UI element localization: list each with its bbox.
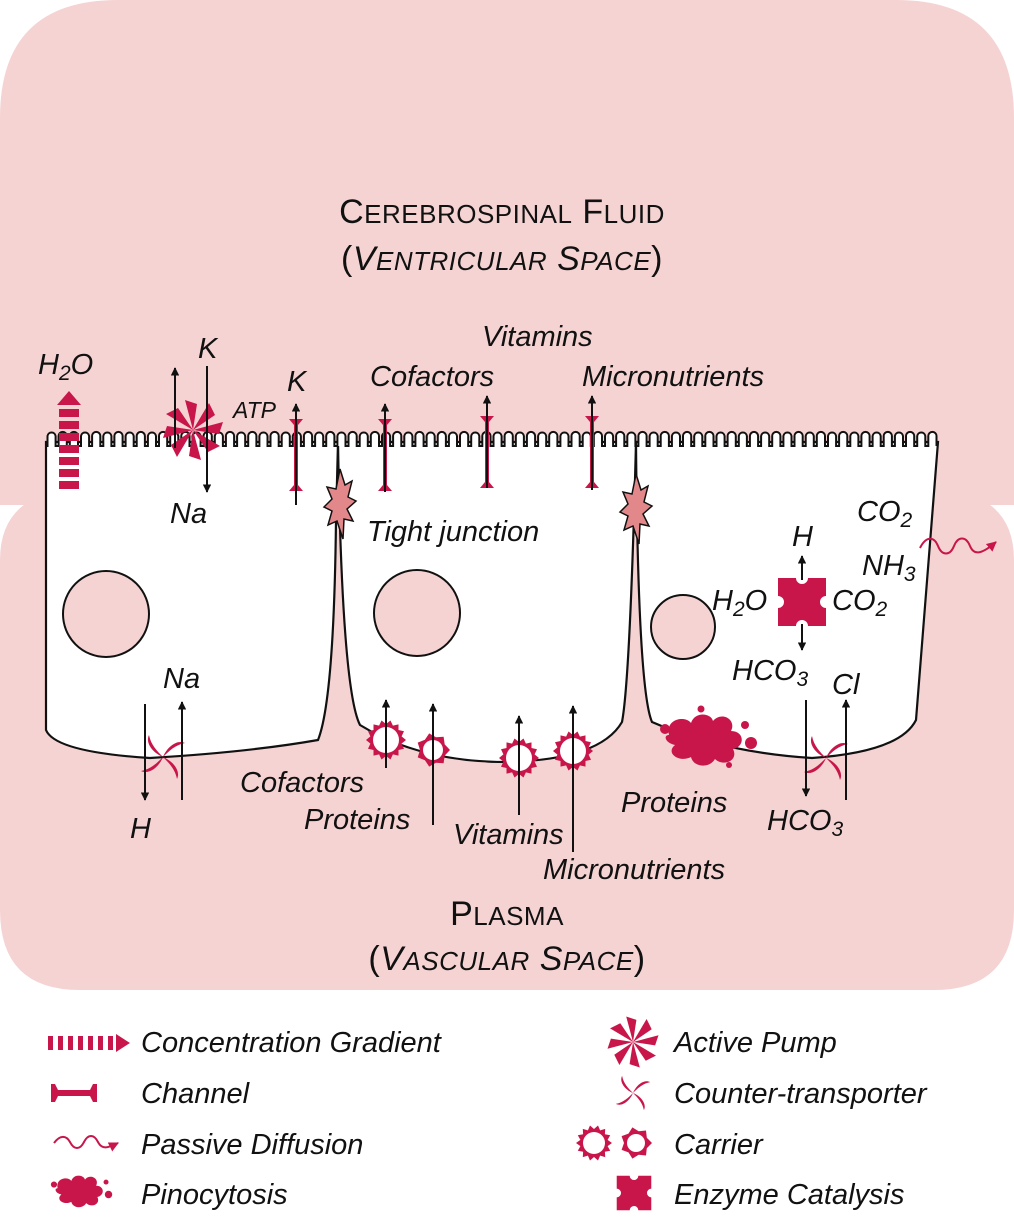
nucleus-right bbox=[650, 594, 716, 660]
tight-junction-right bbox=[618, 473, 654, 545]
na-label-basal: Na bbox=[163, 663, 200, 695]
co2-top-label: CO2 bbox=[857, 496, 913, 532]
nucleus-middle bbox=[373, 569, 461, 657]
carrier-icon-round bbox=[576, 1125, 612, 1161]
legend-label-concentration-gradient: Concentration Gradient bbox=[141, 1027, 443, 1059]
passive-diffusion-icon bbox=[53, 1135, 119, 1152]
plasma-subtitle: (VASCULAR SPACE) bbox=[368, 940, 645, 978]
atp-label: ATP bbox=[231, 397, 277, 423]
counter-transporter-icon bbox=[615, 1075, 651, 1111]
channel-icon bbox=[51, 1084, 97, 1102]
legend-label-counter-transporter: Counter-transporter bbox=[674, 1078, 928, 1110]
carrier-icon-hex bbox=[621, 1127, 652, 1159]
csf-region bbox=[0, 0, 1014, 505]
k-label-channel: K bbox=[287, 366, 308, 398]
hco3-label-basal: HCO3 bbox=[767, 805, 843, 841]
plasma-title: PLASMA bbox=[450, 895, 564, 933]
na-label-pump: Na bbox=[170, 498, 207, 530]
micronutrients-label-basal: Micronutrients bbox=[543, 854, 725, 886]
hco3-label-intracellular: HCO3 bbox=[732, 655, 808, 691]
tight-junction-left bbox=[322, 468, 358, 540]
concentration-gradient-icon bbox=[48, 1034, 130, 1052]
k-label-pump: K bbox=[198, 333, 219, 365]
tight-junction-label: Tight junction bbox=[367, 516, 539, 548]
legend-label-enzyme-catalysis: Enzyme Catalysis bbox=[674, 1179, 904, 1211]
vitamins-label-apical: Vitamins bbox=[482, 321, 593, 353]
legend-label-active-pump: Active Pump bbox=[672, 1027, 837, 1059]
pinocytosis-icon bbox=[50, 1175, 113, 1208]
legend-label-passive-diffusion: Passive Diffusion bbox=[141, 1129, 363, 1161]
pinocytosis-blob bbox=[660, 705, 757, 768]
csf-subtitle: (VENTRICULAR SPACE) bbox=[341, 240, 663, 278]
cofactors-label-basal: Cofactors bbox=[240, 767, 364, 799]
legend-label-pinocytosis: Pinocytosis bbox=[141, 1179, 288, 1211]
legend: Concentration Gradient Channel Passive D… bbox=[48, 1016, 928, 1211]
nh3-label: NH3 bbox=[862, 550, 916, 586]
water-label-apical: H2O bbox=[38, 349, 93, 385]
carbonic-anhydrase-enzyme bbox=[778, 578, 826, 626]
cl-label: Cl bbox=[832, 669, 861, 701]
h-plus-label: H bbox=[792, 521, 813, 553]
micronutrients-label-apical: Micronutrients bbox=[582, 361, 764, 393]
co2-label-right: CO2 bbox=[832, 585, 888, 621]
carrier-icon bbox=[576, 1125, 652, 1161]
enzyme-catalysis-icon bbox=[616, 1175, 652, 1211]
legend-label-channel: Channel bbox=[141, 1078, 251, 1110]
h-label-basal: H bbox=[130, 813, 151, 845]
cofactors-label-apical: Cofactors bbox=[370, 361, 494, 393]
water-gradient-arrow bbox=[57, 391, 81, 489]
vitamins-label-basal: Vitamins bbox=[453, 819, 564, 851]
active-pump-icon bbox=[607, 1016, 659, 1068]
nucleus-left bbox=[62, 570, 150, 658]
legend-label-carrier: Carrier bbox=[674, 1129, 764, 1161]
cell-left bbox=[44, 440, 340, 760]
proteins-label-pinocytosis: Proteins bbox=[621, 787, 727, 819]
h2o-label-right: H2O bbox=[712, 585, 767, 621]
csf-title: CEREBROSPINAL FLUID bbox=[339, 193, 665, 231]
co2-passive-diffusion-arrow bbox=[919, 537, 997, 555]
proteins-label-basal: Proteins bbox=[304, 804, 410, 836]
